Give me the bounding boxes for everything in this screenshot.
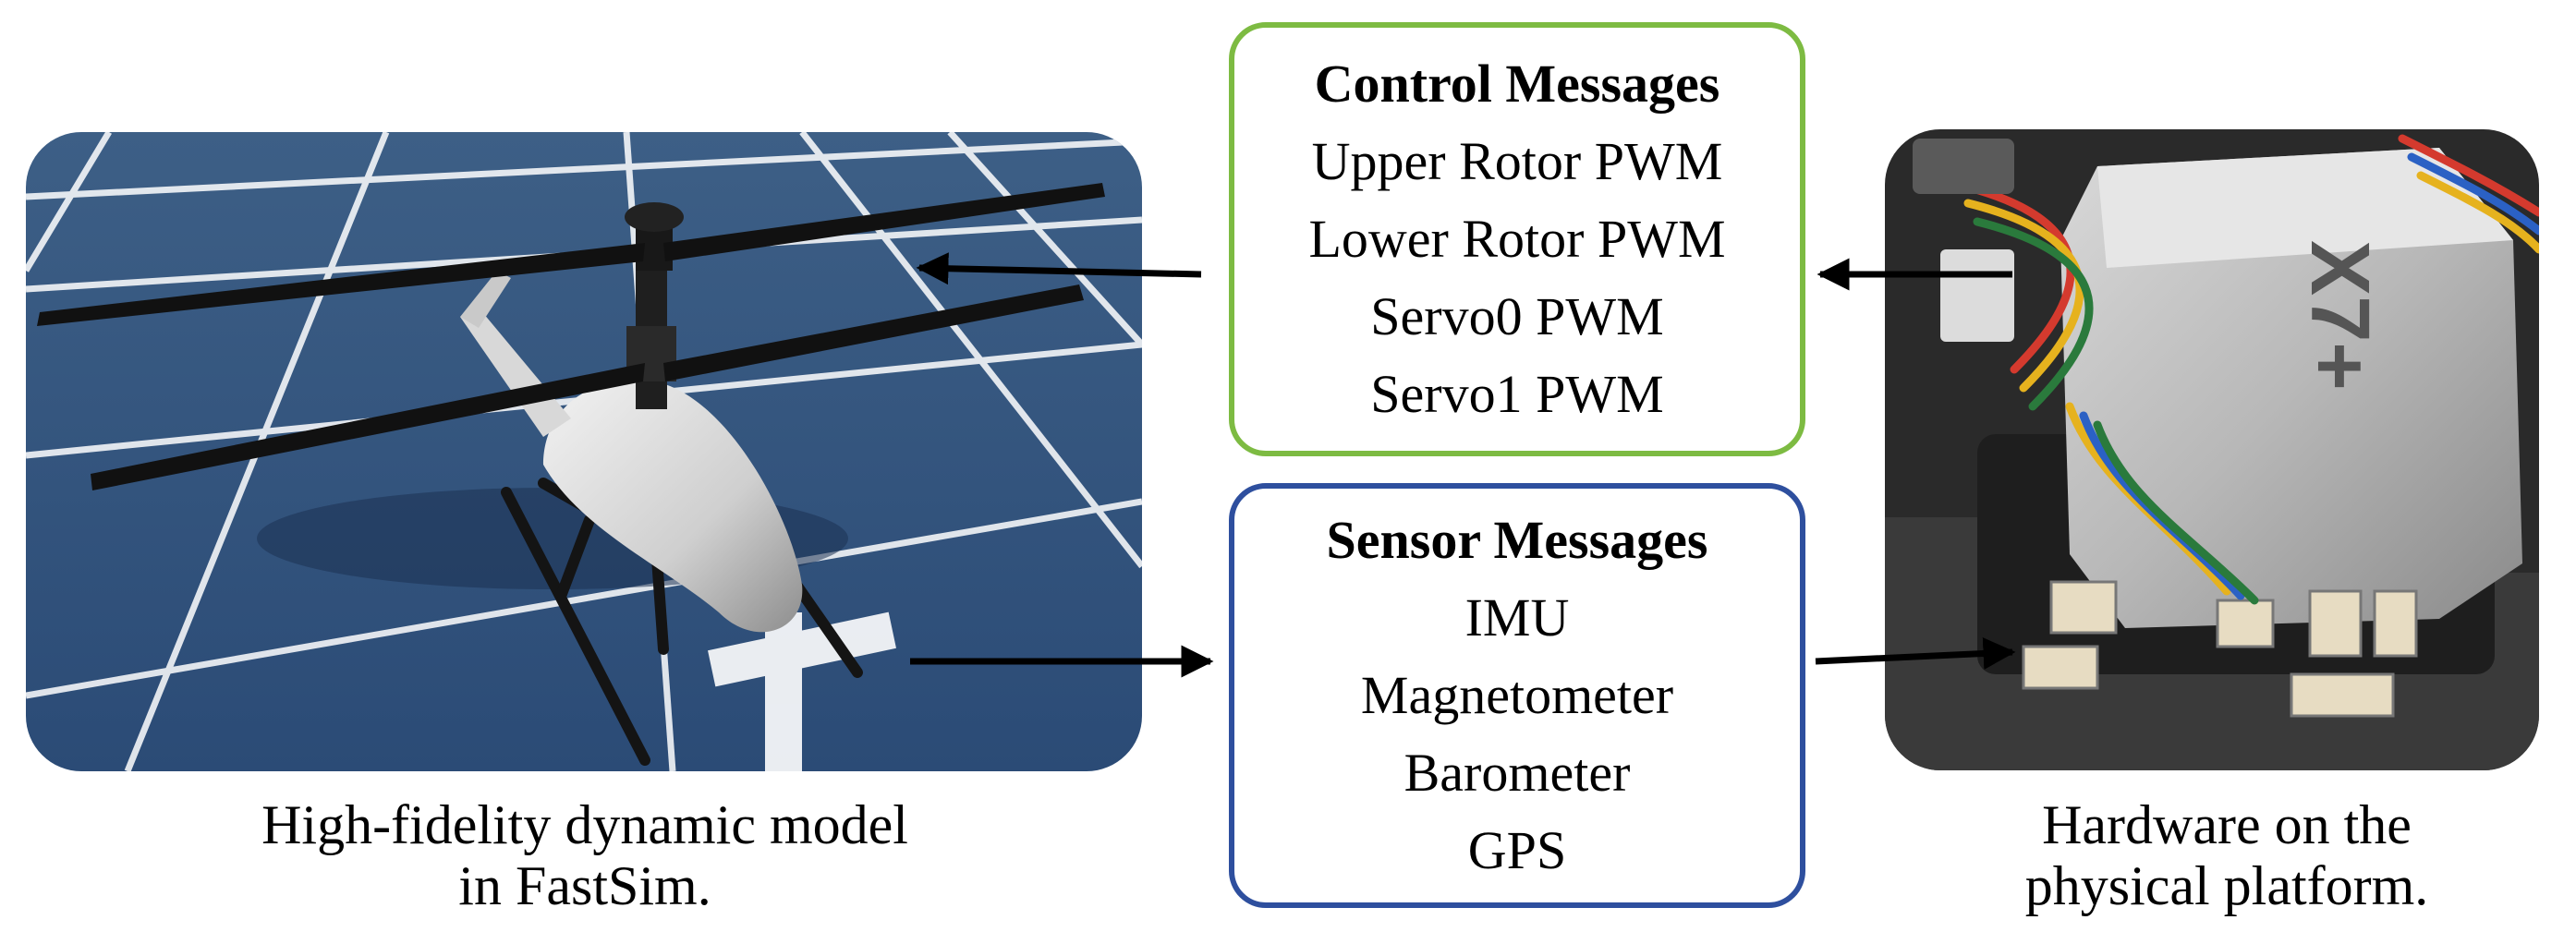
control-message-item: Lower Rotor PWM xyxy=(1308,209,1726,269)
sensor-message-item: IMU xyxy=(1464,587,1570,647)
sensor-to-hardware-arrow xyxy=(1815,636,2016,670)
fastsim-caption-line1: High-fidelity dynamic model xyxy=(261,794,908,855)
sensor-message-item: Magnetometer xyxy=(1360,665,1674,725)
helicopter-scene xyxy=(26,132,1142,771)
sensor-messages-title: Sensor Messages xyxy=(1326,510,1708,570)
hardware-caption-line2: physical platform. xyxy=(2024,855,2429,916)
control-messages-title: Control Messages xyxy=(1314,54,1720,114)
sensor-message-item: GPS xyxy=(1467,820,1567,880)
control-messages-box: Control Messages Upper Rotor PWM Lower R… xyxy=(1229,22,1805,456)
fastsim-caption: High-fidelity dynamic model in FastSim. xyxy=(118,794,1051,916)
control-to-sim-arrow xyxy=(916,252,1202,285)
fastsim-caption-line2: in FastSim. xyxy=(458,855,711,916)
hardware-caption: Hardware on the physical platform. xyxy=(1950,794,2504,916)
sensor-message-item: Barometer xyxy=(1403,743,1631,803)
fastsim-helicopter-render xyxy=(26,132,1142,771)
control-message-item: Servo1 PWM xyxy=(1370,364,1664,424)
control-message-item: Servo0 PWM xyxy=(1370,286,1664,346)
hardware-caption-line1: Hardware on the xyxy=(2042,794,2412,855)
control-message-item: Upper Rotor PWM xyxy=(1311,131,1723,191)
sensor-messages-box: Sensor Messages IMU Magnetometer Baromet… xyxy=(1229,483,1805,908)
flight-controller-scene xyxy=(1885,129,2539,770)
hardware-photo: X7+ xyxy=(1885,129,2539,770)
